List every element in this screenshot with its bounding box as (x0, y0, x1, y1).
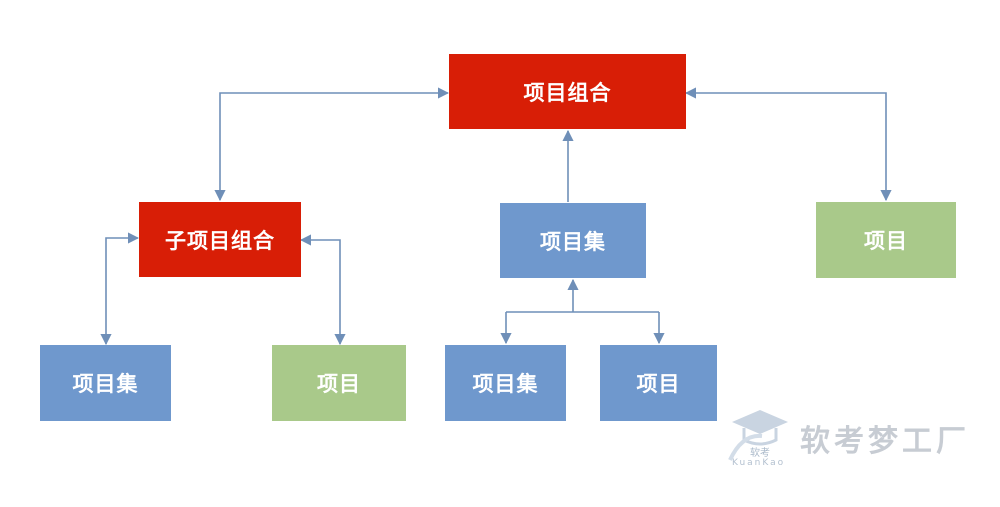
watermark: 软考 软考梦工厂 KuanKao (722, 404, 982, 474)
watermark-sub: KuanKao (732, 458, 786, 468)
node-project-right: 项目 (816, 202, 956, 278)
node-program-bottom: 项目集 (445, 345, 566, 421)
node-program-left: 项目集 (40, 345, 171, 421)
watermark-logo-text: 软考 (750, 446, 770, 459)
watermark-name: 软考梦工厂 (800, 424, 970, 459)
connector-subportfolio-top (214, 87, 450, 202)
node-project-left: 项目 (272, 345, 406, 421)
connector-project-top (684, 87, 892, 202)
node-top-portfolio: 项目组合 (449, 54, 686, 129)
node-project-bottom: 项目 (600, 345, 717, 421)
connector-subportfolio-project (299, 234, 346, 346)
node-program-mid: 项目集 (500, 203, 646, 278)
watermark-logo-icon: 软考 (728, 410, 788, 461)
node-sub-portfolio: 子项目组合 (139, 202, 301, 277)
connector-subportfolio-program (100, 232, 140, 346)
